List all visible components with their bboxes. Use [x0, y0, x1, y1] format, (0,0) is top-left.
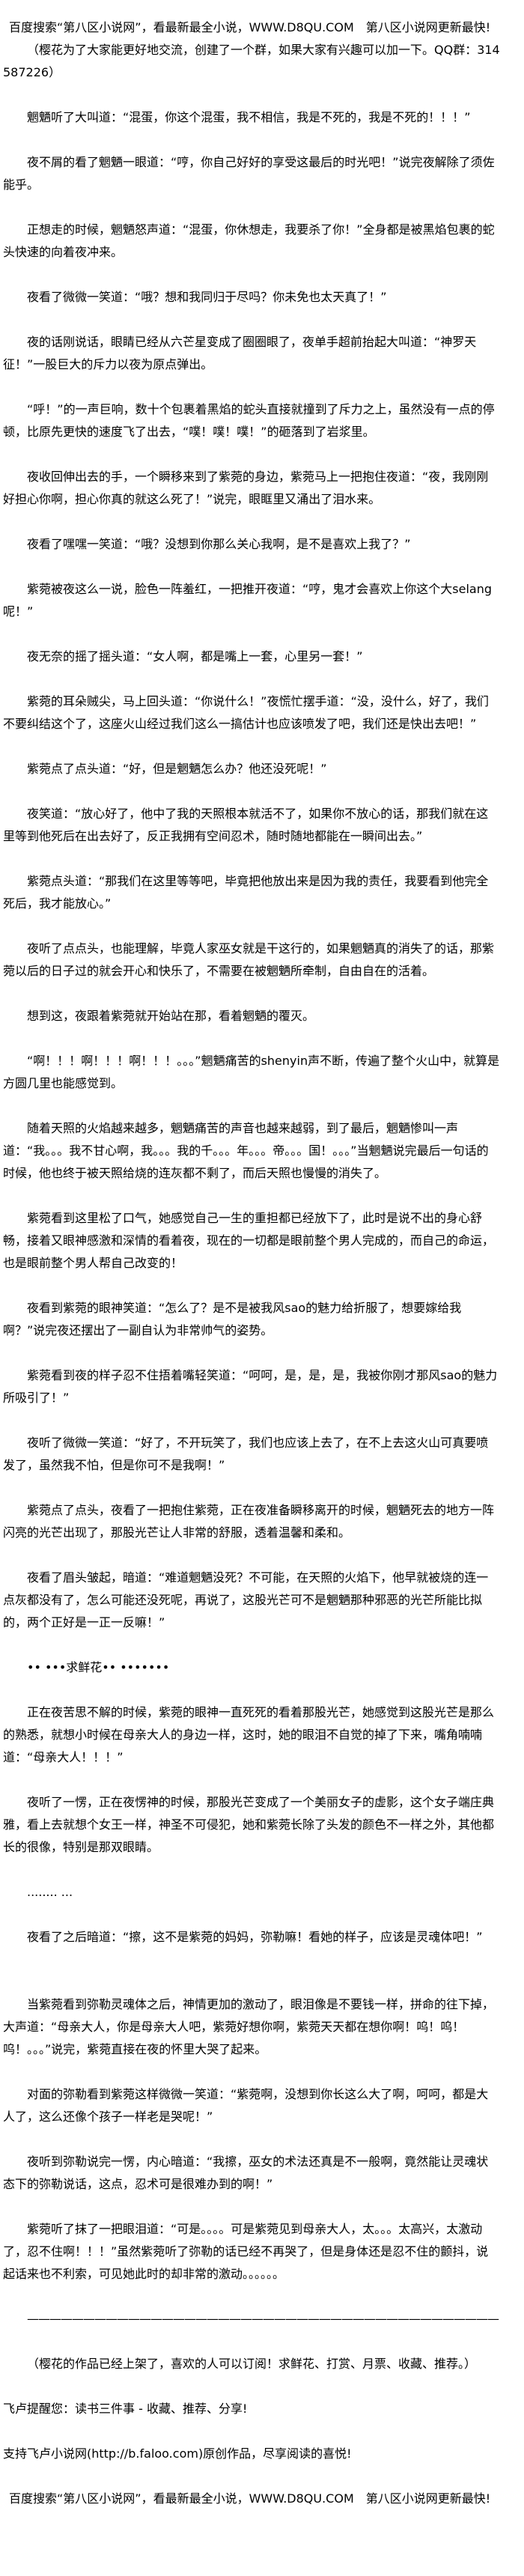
paragraph: 随着天照的火焰越来越多，魍魉痛苦的声音也越来越弱，到了最后，魍魉惨叫一声道：“我… — [3, 1121, 489, 1180]
paragraph: 夜不屑的看了魍魉一眼道：“哼，你自己好好的享受这最后的时光吧！”说完夜解除了须佐… — [3, 155, 495, 192]
paragraph: 夜的话刚说话，眼睛已经从六芒星变成了圈圈眼了，夜单手超前抬起大叫道：“神罗天征！… — [3, 335, 477, 371]
paragraph: 夜听到弥勒说完一愣，内心暗道：“我擦，巫女的术法还真是不一般啊，竟然能让灵魂状态… — [3, 2154, 489, 2191]
paragraph: 紫菀点头道：“那我们在这里等等吧，毕竟把他放出来是因为我的责任，我要看到他完全死… — [3, 874, 489, 911]
paragraph: 夜看了之后暗道：“擦，这不是紫菀的妈妈，弥勒嘛！看她的样子，应该是灵魂体吧！” — [27, 1930, 483, 1944]
paragraph: “呼！”的一声巨响，数十个包裹着黑焰的蛇头直接就撞到了斥力之上，虽然没有一点的停… — [3, 402, 495, 439]
chapter-page: 百度搜索“第八区小说网”，看最新最全小说，WWW.D8QU.COM 第八区小说网… — [3, 20, 500, 2506]
paragraph: 紫菀听了抹了一把眼泪道：“可是。。。。可是紫菀见到母亲大人，太。。。太高兴，太激… — [3, 2222, 489, 2281]
paragraph: 夜笑道：“放心好了，他中了我的天照根本就活不了，如果你不放心的话，那我们就在这里… — [3, 806, 489, 843]
paragraph: 想到这，夜跟着紫菀就开始站在那，看着魍魉的覆灭。 — [27, 1009, 315, 1023]
paragraph: 夜看了微微一笑道：“哦？想和我同归于尽吗？你未免也太天真了！” — [27, 290, 387, 304]
paragraph: 夜看了眉头皱起，暗道：“难道魍魉没死？不可能，在天照的火焰下，他早就被烧的连一点… — [3, 1570, 489, 1629]
paragraph: 夜听了微微一笑道：“好了，不开玩笑了，我们也应该上去了，在不上去这火山可真要喷发… — [3, 1436, 489, 1472]
paragraph: 夜看到紫菀的眼神笑道：“怎么了？是不是被我风sao的魅力给折服了，想要嫁给我啊？… — [3, 1301, 462, 1337]
paragraph: 魍魉听了大叫道：“混蛋，你这个混蛋，我不相信，我是不死的，我是不死的！！！” — [27, 110, 471, 124]
paragraph: 夜无奈的摇了摇头道：“女人啊，都是嘴上一套，心里另一套！” — [27, 649, 363, 663]
paragraph: 紫菀被夜这么一说，脸色一阵羞红，一把推开夜道：“哼，鬼才会喜欢上你这个大sela… — [3, 582, 493, 619]
paragraph: 紫菀点了点头，夜看了一把抱住紫菀，正在夜准备瞬移离开的时候，魍魉死去的地方一阵闪… — [3, 1503, 495, 1540]
author-notice: （樱花的作品已经上架了，喜欢的人可以订阅！求鲜花、打赏、月票、收藏、推荐。） — [27, 2357, 477, 2371]
paragraph: 夜收回伸出去的手，一个瞬移来到了紫菀的身边，紫菀马上一把抱住夜道：“夜，我刚刚好… — [3, 470, 489, 506]
paragraph: 夜看了嘿嘿一笑道：“哦？没想到你那么关心我啊，是不是喜欢上我了？” — [27, 537, 411, 551]
paragraph: 夜听了一愣，正在夜愣神的时候，那股光芒变成了一个美丽女子的虚影，这个女子端庄典雅… — [3, 1795, 495, 1854]
header-ad-text: 百度搜索“第八区小说网”，看最新最全小说，WWW.D8QU.COM 第八区小说网… — [9, 20, 491, 34]
flower-request-divider: •• •••求鲜花•• ••••••• — [27, 1660, 170, 1674]
paragraph: 当紫菀看到弥勒灵魂体之后，神情更加的激动了，眼泪像是不要钱一样，拼命的往下掉，大… — [3, 1997, 495, 2056]
paragraph: 夜听了点点头，也能理解，毕竟人家巫女就是干这行的，如果魍魉真的消失了的话，那紫菀… — [3, 941, 495, 978]
paragraph: 紫菀看到这里松了口气，她感觉自己一生的重担都已经放下了，此时是说不出的身心舒畅，… — [3, 1211, 495, 1270]
footer-ad-text: 百度搜索“第八区小说网”，看最新最全小说，WWW.D8QU.COM 第八区小说网… — [9, 2491, 491, 2506]
faloo-support-link-text: 支持飞卢小说网(http://b.faloo.com)原创作品，尽享阅读的喜悦! — [3, 2446, 352, 2461]
dash-separator: ————————————————————————————————————————… — [27, 2312, 499, 2326]
chapter-body: 魍魉听了大叫道：“混蛋，你这个混蛋，我不相信，我是不死的，我是不死的！！！” 夜… — [3, 106, 500, 2285]
paragraph: 正想走的时候，魍魉怒声道：“混蛋，你休想走，我要杀了你！”全身都是被黑焰包裹的蛇… — [3, 222, 495, 259]
paragraph: 正在夜苦思不解的时候，紫菀的眼神一直死死的看着那股光芒，她感觉到这股光芒是那么的… — [3, 1705, 495, 1764]
paragraph: 紫菀看到夜的样子忍不住捂着嘴轻笑道：“呵呵，是，是，是，我被你刚才那风sao的魅… — [3, 1368, 498, 1405]
ellipsis-divider: ........ ... — [27, 1885, 73, 1899]
faloo-reminder: 飞卢提醒您：读书三件事 - 收藏、推荐、分享! — [3, 2402, 248, 2416]
paragraph: 紫菀的耳朵贼尖，马上回头道：“你说什么！”夜慌忙摆手道：“没，没什么，好了，我们… — [3, 694, 489, 731]
qq-group-notice: （樱花为了大家能更好地交流，创建了一个群，如果大家有兴趣可以加一下。QQ群：31… — [3, 43, 500, 79]
paragraph: “啊！！！啊！！！啊！！！。。。”魍魉痛苦的shenyin声不断，传遍了整个火山… — [3, 1054, 500, 1090]
paragraph: 对面的弥勒看到紫菀这样微微一笑道：“紫菀啊，没想到你长这么大了啊，呵呵，都是大人… — [3, 2087, 489, 2124]
paragraph: 紫菀点了点头道：“好，但是魍魉怎么办？他还没死呢！” — [27, 762, 327, 776]
